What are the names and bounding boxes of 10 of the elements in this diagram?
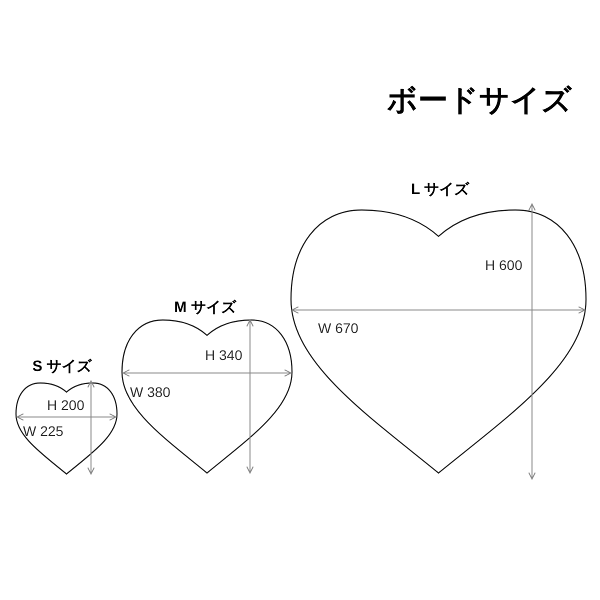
dimension-label: W 225: [23, 423, 64, 439]
dimension-label: H 200: [47, 397, 84, 413]
title: ボードサイズ: [387, 83, 572, 119]
dimension-label: H 340: [205, 347, 242, 363]
size-heading: M サイズ: [174, 298, 236, 317]
size-heading: L サイズ: [410, 180, 470, 199]
dimension-label: H 600: [485, 257, 522, 273]
dimension-label: W 380: [130, 384, 170, 400]
dimension-label: W 670: [318, 320, 358, 336]
size-heading: S サイズ: [32, 357, 92, 376]
